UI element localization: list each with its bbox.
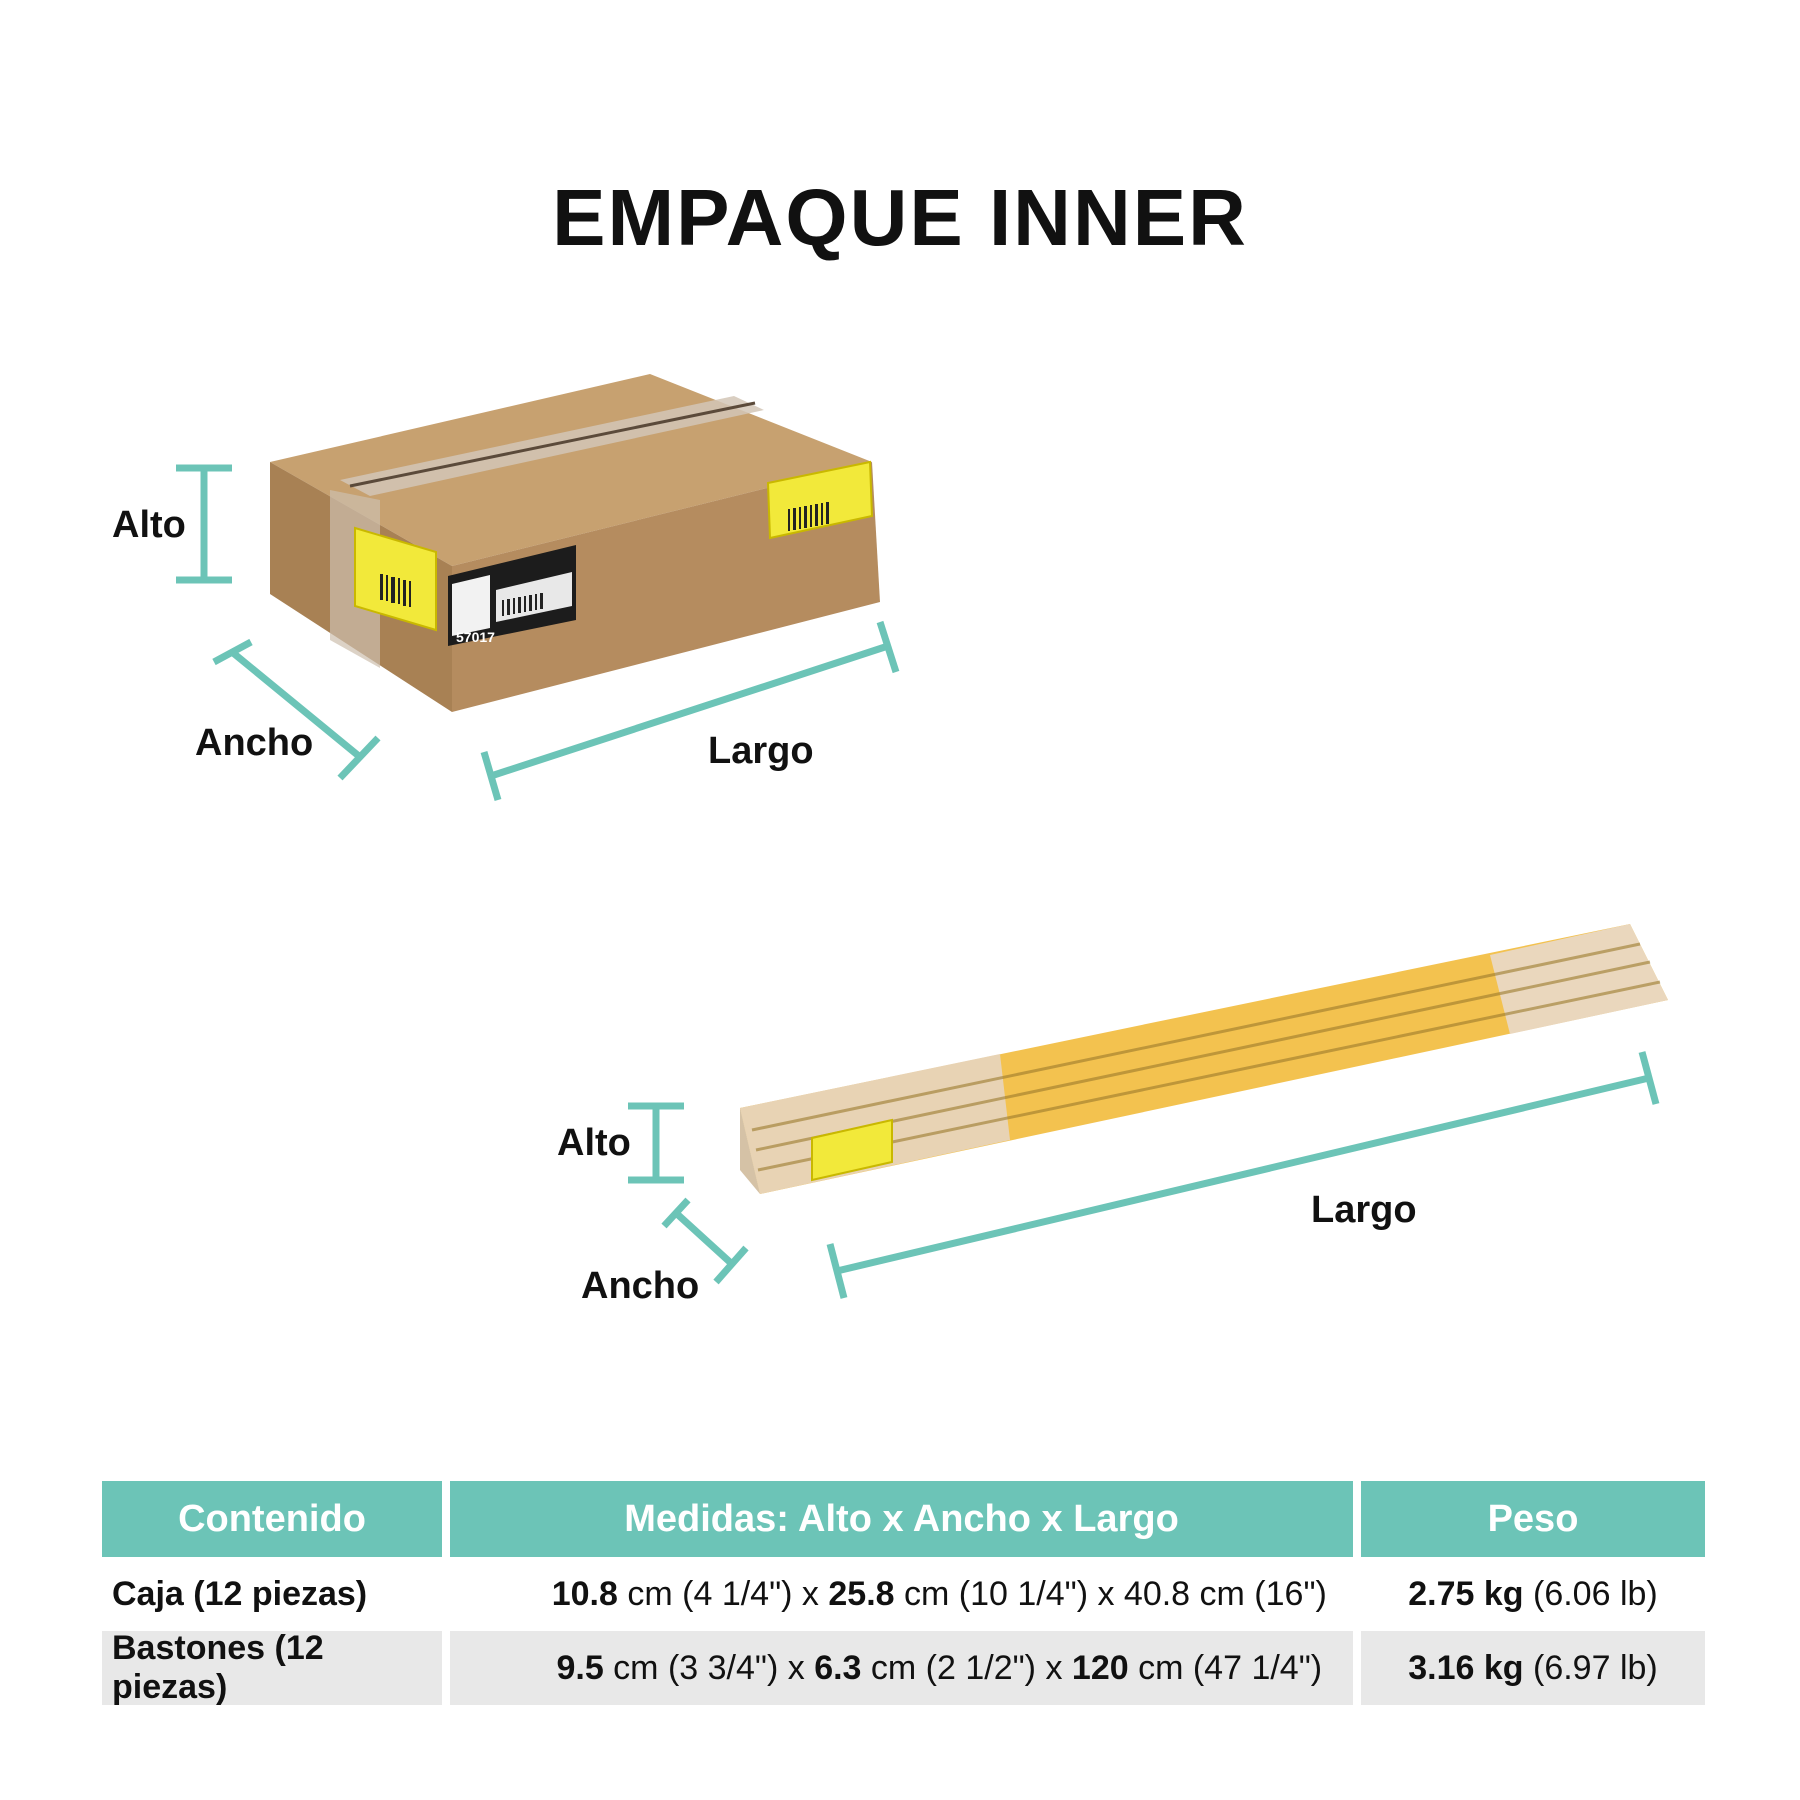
rod-ancho-label: Ancho [581,1265,700,1307]
ancho-value: 6.3 [814,1648,862,1687]
ancho-text: cm (10 1/4") x 40.8 cm (16") [894,1574,1327,1613]
peso-text: (6.06 lb) [1523,1574,1658,1613]
table-row: Caja (12 piezas) 10.8 cm (4 1/4") x 25.8… [102,1557,1705,1631]
box-sticker-code: 57017 [456,629,495,645]
rod-dimension-markers [628,1051,1660,1299]
alto-value: 10.8 [551,1574,618,1613]
ancho-text: cm (2 1/2") x [861,1648,1072,1687]
peso-cell: 2.75 kg (6.06 lb) [1361,1557,1705,1631]
alto-text: cm (3 3/4") x [603,1648,815,1687]
header-medidas: Medidas: Alto x Ancho x Largo [450,1481,1353,1557]
contenido-cell: Caja (12 piezas) [112,1574,368,1613]
box-ancho-label: Ancho [195,722,314,764]
largo-value: 120 [1071,1648,1129,1687]
rod-largo-label: Largo [1311,1189,1417,1231]
page-title: EMPAQUE INNER [552,173,1248,262]
ancho-value: 25.8 [828,1574,895,1613]
box-largo-label: Largo [708,730,814,772]
header-peso: Peso [1361,1481,1705,1557]
box-alto-label: Alto [112,504,186,546]
box-dimension-markers [176,464,900,801]
table-header-row: Contenido Medidas: Alto x Ancho x Largo … [102,1481,1705,1557]
header-contenido: Contenido [102,1481,442,1557]
largo-text: cm (47 1/4") [1128,1648,1323,1687]
table-row: Bastones (12 piezas) 9.5 cm (3 3/4") x 6… [102,1629,1705,1706]
medidas-cell: 10.8 cm (4 1/4") x 25.8 cm (10 1/4") x 4… [450,1557,1353,1631]
cardboard-box-image: 57017 [270,374,880,712]
peso-cell: 3.16 kg (6.97 lb) [1361,1631,1705,1705]
dimensions-table: Contenido Medidas: Alto x Ancho x Largo … [102,1481,1705,1706]
peso-value: 2.75 kg [1408,1574,1524,1613]
rod-bundle-image [740,924,1668,1194]
medidas-cell: 9.5 cm (3 3/4") x 6.3 cm (2 1/2") x 120 … [450,1631,1353,1705]
alto-text: cm (4 1/4") x [617,1574,829,1613]
alto-value: 9.5 [556,1648,604,1687]
contenido-cell: Bastones (12 piezas) [102,1629,442,1706]
peso-text: (6.97 lb) [1523,1648,1658,1687]
rod-alto-label: Alto [557,1122,631,1164]
peso-value: 3.16 kg [1408,1648,1524,1687]
